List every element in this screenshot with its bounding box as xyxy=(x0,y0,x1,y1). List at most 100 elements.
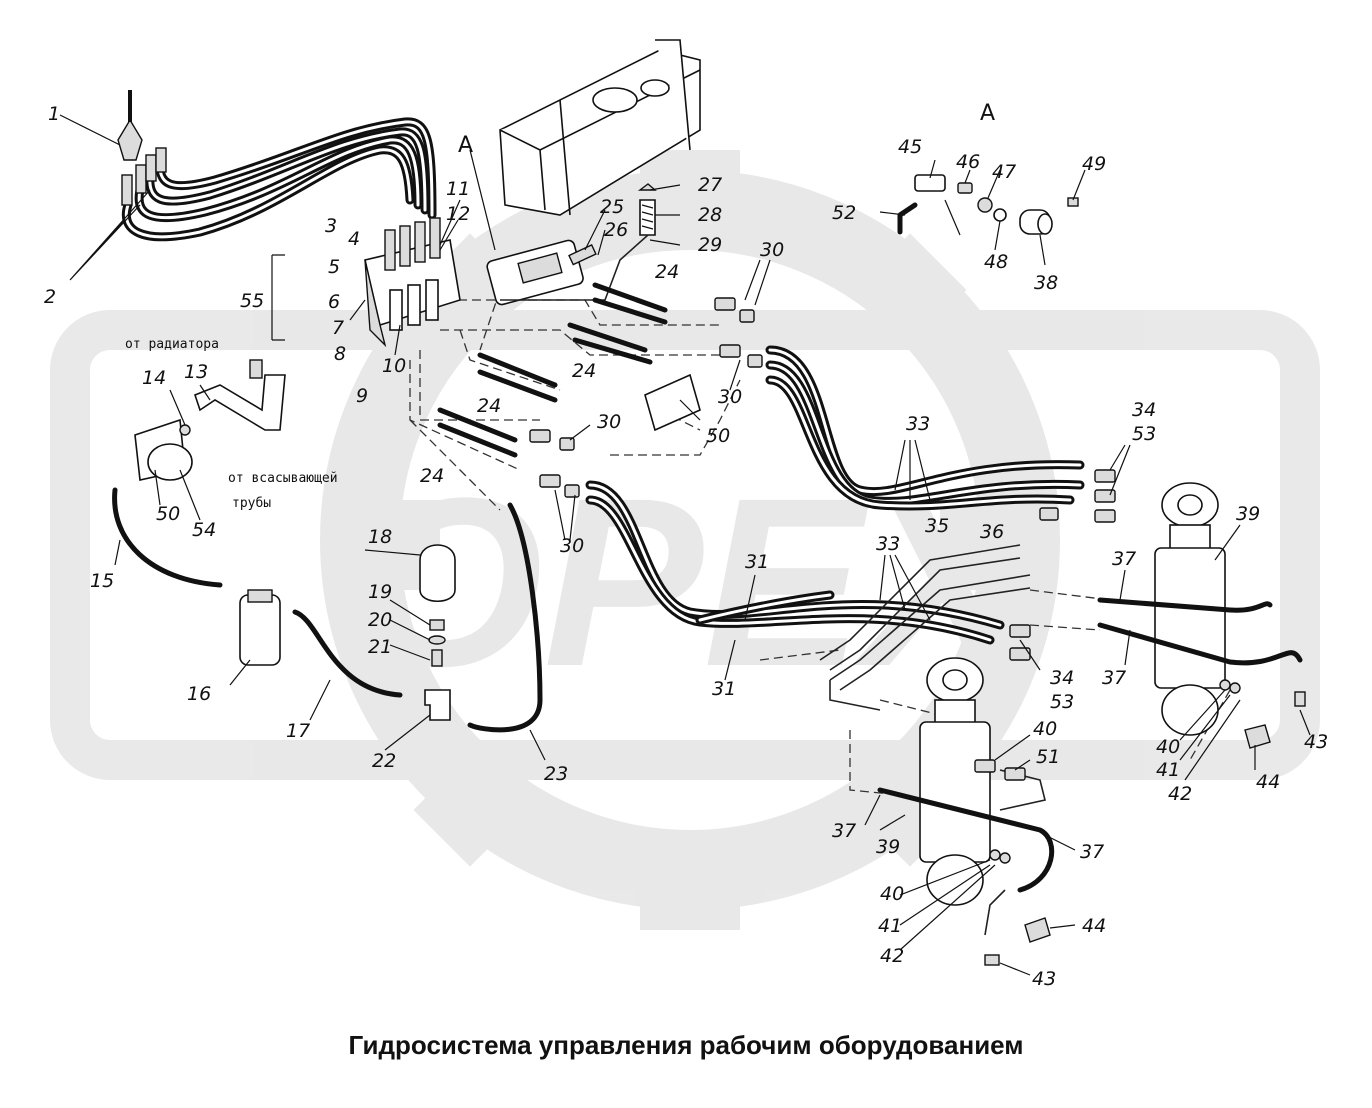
callout-53b: 53 xyxy=(1050,691,1074,713)
callout-21: 21 xyxy=(368,636,392,658)
callout-45: 45 xyxy=(898,136,922,158)
callout-49: 49 xyxy=(1082,153,1106,175)
return-filter xyxy=(486,183,657,306)
callout-40a: 40 xyxy=(1033,718,1057,740)
callout-50b: 50 xyxy=(156,503,180,525)
callout-37d: 37 xyxy=(1080,841,1104,863)
callout-31b: 31 xyxy=(712,678,736,700)
callout-4: 4 xyxy=(348,228,360,250)
fittings-34-53 xyxy=(1009,469,1116,661)
callout-30b: 30 xyxy=(718,386,742,408)
callout-26: 26 xyxy=(604,219,628,241)
callout-1: 1 xyxy=(48,103,60,125)
note-from-suction-1: от всасывающей xyxy=(228,471,338,486)
callout-53a: 53 xyxy=(1132,423,1156,445)
callout-numbers: 1 2 3 4 5 6 7 8 9 10 11 12 13 14 15 16 1… xyxy=(44,103,1328,990)
callout-24c: 24 xyxy=(477,395,501,417)
callout-19: 19 xyxy=(368,581,392,603)
callout-36: 36 xyxy=(980,521,1004,543)
callout-30a: 30 xyxy=(760,239,784,261)
bracket-50 xyxy=(644,373,701,432)
leader-lines xyxy=(59,114,1311,976)
callout-29: 29 xyxy=(698,234,722,256)
callout-42b: 42 xyxy=(880,945,904,967)
callout-51: 51 xyxy=(1036,746,1060,768)
callout-33b: 33 xyxy=(876,533,900,555)
callout-46: 46 xyxy=(956,151,980,173)
callout-37b: 37 xyxy=(1102,667,1126,689)
note-from-radiator: от радиатора xyxy=(125,337,219,352)
callout-5: 5 xyxy=(328,256,340,278)
diagram-caption: Гидросистема управления рабочим оборудов… xyxy=(348,1030,1024,1060)
callout-48: 48 xyxy=(984,251,1008,273)
callout-41a: 41 xyxy=(1156,759,1180,781)
hoses-33 xyxy=(585,345,1085,645)
callout-47: 47 xyxy=(992,161,1016,183)
callout-27: 27 xyxy=(698,174,722,196)
callout-6: 6 xyxy=(328,291,340,313)
callout-24b: 24 xyxy=(572,360,596,382)
callout-18: 18 xyxy=(368,526,392,548)
callout-42a: 42 xyxy=(1168,783,1192,805)
callout-22: 22 xyxy=(372,750,396,772)
callout-39a: 39 xyxy=(1236,503,1260,525)
callout-39b: 39 xyxy=(876,836,900,858)
callout-12: 12 xyxy=(446,203,470,225)
control-valve-block xyxy=(364,217,461,348)
fittings-30 xyxy=(529,297,763,498)
hoses-24 xyxy=(437,282,668,458)
callout-20: 20 xyxy=(368,609,392,631)
callout-15: 15 xyxy=(90,570,114,592)
callout-43b: 43 xyxy=(1032,968,1056,990)
callout-30d: 30 xyxy=(560,535,584,557)
callout-23: 23 xyxy=(544,763,568,785)
note-from-suction-2: трубы xyxy=(232,496,271,511)
view-mark-a-main: A xyxy=(458,133,473,158)
callout-11: 11 xyxy=(446,178,470,200)
callout-40b: 40 xyxy=(1156,736,1180,758)
view-mark-a-detail: A xyxy=(980,101,995,126)
steel-pipes xyxy=(819,544,1031,711)
callout-37c: 37 xyxy=(832,820,856,842)
callout-25: 25 xyxy=(600,196,624,218)
callout-16: 16 xyxy=(187,683,211,705)
watermark: ОРЕХ xyxy=(50,150,1320,930)
callout-33a: 33 xyxy=(906,413,930,435)
callout-41b: 41 xyxy=(878,915,902,937)
callout-38: 38 xyxy=(1034,272,1058,294)
filter-16 xyxy=(239,589,281,666)
callout-10: 10 xyxy=(382,355,406,377)
view-a-detail xyxy=(897,174,1079,235)
callout-50a: 50 xyxy=(706,425,730,447)
callout-43a: 43 xyxy=(1304,731,1328,753)
callout-24d: 24 xyxy=(420,465,444,487)
hydraulic-tank xyxy=(499,39,701,216)
callout-55: 55 xyxy=(240,290,264,312)
callout-17: 17 xyxy=(286,720,310,742)
callout-35: 35 xyxy=(925,515,949,537)
callout-44b: 44 xyxy=(1082,915,1106,937)
callout-44a: 44 xyxy=(1256,771,1280,793)
cylinder-left xyxy=(877,657,1055,906)
callout-7: 7 xyxy=(332,317,344,339)
callout-13: 13 xyxy=(184,361,208,383)
callout-9: 9 xyxy=(356,385,368,407)
watermark-text: ОРЕХ xyxy=(357,448,1037,716)
callout-2: 2 xyxy=(44,286,56,308)
callout-34a: 34 xyxy=(1132,399,1156,421)
callout-40c: 40 xyxy=(880,883,904,905)
cylinder-fittings xyxy=(974,679,1306,966)
cylinder-right xyxy=(1097,482,1303,736)
callout-30c: 30 xyxy=(597,411,621,433)
callout-37a: 37 xyxy=(1112,548,1136,570)
callout-52: 52 xyxy=(832,202,856,224)
callout-3: 3 xyxy=(325,215,337,237)
callout-34b: 34 xyxy=(1050,667,1074,689)
callout-24a: 24 xyxy=(655,261,679,283)
callout-8: 8 xyxy=(334,343,346,365)
callout-54: 54 xyxy=(192,519,216,541)
callout-28: 28 xyxy=(698,204,722,226)
callout-14: 14 xyxy=(142,367,166,389)
